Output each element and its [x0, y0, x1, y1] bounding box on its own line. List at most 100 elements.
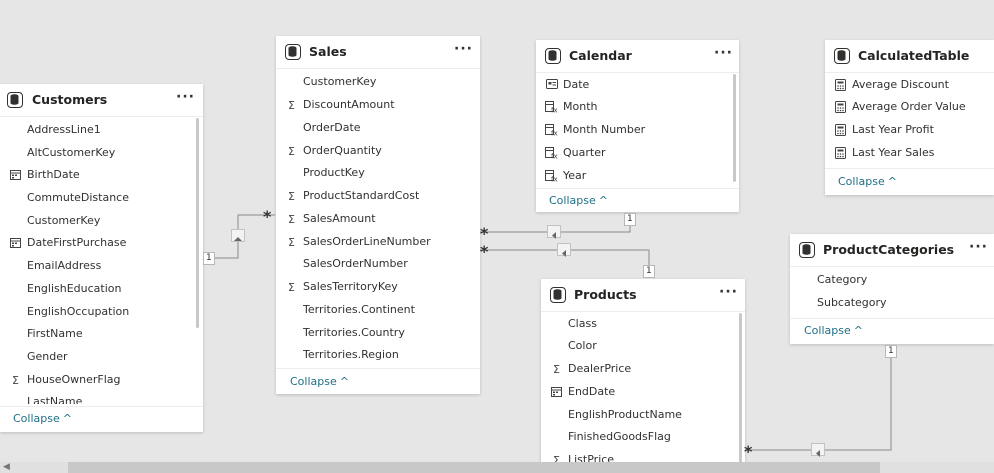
- field-row[interactable]: ProductKey: [276, 163, 468, 185]
- field-name: Year: [563, 169, 587, 182]
- field-row[interactable]: SalesOrderNumber: [276, 254, 468, 276]
- field-row[interactable]: CustomerKey: [0, 211, 191, 233]
- field-row[interactable]: OrderDate: [276, 118, 468, 140]
- field-row[interactable]: FinishedGoodsFlag: [541, 427, 733, 449]
- field-row[interactable]: AltCustomerKey: [0, 143, 191, 165]
- field-row[interactable]: DateFirstPurchase: [0, 233, 191, 255]
- customers-table-card[interactable]: Customers ··· AddressLine1 AltCustomerKe…: [0, 84, 203, 432]
- field-name: SalesOrderNumber: [303, 257, 408, 270]
- field-row[interactable]: Color: [541, 336, 733, 358]
- filter-direction-icon[interactable]: [811, 443, 825, 457]
- filter-direction-icon[interactable]: [547, 225, 561, 239]
- scrollbar[interactable]: [196, 118, 199, 328]
- field-name: DateFirstPurchase: [27, 236, 127, 249]
- field-name: Territories.Country: [303, 326, 405, 339]
- field-row[interactable]: BirthDate: [0, 165, 191, 187]
- sales-header[interactable]: Sales ···: [276, 36, 480, 69]
- scrollbar[interactable]: [733, 74, 736, 182]
- calendar-header[interactable]: Calendar ···: [536, 40, 739, 73]
- field-row[interactable]: EndDate: [541, 382, 733, 404]
- field-row[interactable]: FirstName: [0, 324, 191, 346]
- more-options-icon[interactable]: ···: [714, 45, 733, 61]
- field-name: EnglishEducation: [27, 282, 122, 295]
- field-row[interactable]: Category: [790, 270, 982, 292]
- collapse-link[interactable]: Collapse^: [13, 412, 72, 425]
- customers-header[interactable]: Customers ···: [0, 84, 203, 117]
- filter-direction-icon[interactable]: [557, 243, 571, 257]
- sigma-icon: Σ: [288, 236, 295, 249]
- field-row[interactable]: Average Order Value: [825, 97, 982, 119]
- more-options-icon[interactable]: ···: [969, 239, 988, 255]
- field-row[interactable]: CommuteDistance: [0, 188, 191, 210]
- field-name: Last Year Sales: [852, 146, 935, 159]
- filter-direction-icon[interactable]: [231, 229, 245, 242]
- field-row[interactable]: Class: [541, 314, 733, 336]
- field-name: AddressLine1: [27, 123, 101, 136]
- field-name: ProductStandardCost: [303, 189, 420, 202]
- scroll-left-icon[interactable]: ◀: [3, 462, 10, 472]
- field-name: DiscountAmount: [303, 98, 395, 111]
- field-row[interactable]: Average Discount: [825, 75, 982, 97]
- field-row[interactable]: Date: [536, 75, 727, 97]
- field-name: LastName: [27, 395, 83, 404]
- calendar-icon: [9, 169, 22, 182]
- field-row[interactable]: EnglishOccupation: [0, 302, 191, 324]
- field-row[interactable]: Last Year Profit: [825, 120, 982, 142]
- field-name: Gender: [27, 350, 68, 363]
- productcategories-card[interactable]: ProductCategories ··· Category Subcatego…: [790, 234, 994, 344]
- calculatedtable-title: CalculatedTable: [858, 48, 970, 63]
- collapse-link[interactable]: Collapse^: [838, 175, 897, 188]
- field-row[interactable]: Last Year Sales: [825, 143, 982, 165]
- calculatedtable-header[interactable]: CalculatedTable: [825, 40, 994, 73]
- products-header[interactable]: Products ···: [541, 279, 745, 312]
- field-row[interactable]: EnglishProductName: [541, 405, 733, 427]
- field-name: CommuteDistance: [27, 191, 129, 204]
- field-row[interactable]: Territories.Country: [276, 323, 468, 345]
- field-row[interactable]: LastName: [0, 392, 191, 404]
- more-options-icon[interactable]: ···: [454, 41, 473, 57]
- field-row[interactable]: EmailAddress: [0, 256, 191, 278]
- field-row[interactable]: Subcategory: [790, 293, 982, 315]
- text-field-icon: [285, 349, 298, 362]
- field-row[interactable]: Territories.Region: [276, 345, 468, 367]
- table-icon: [285, 44, 301, 60]
- chevron-up-icon: ^: [598, 194, 608, 207]
- field-row[interactable]: AddressLine1: [0, 120, 191, 142]
- field-name: DealerPrice: [568, 362, 632, 375]
- field-name: OrderQuantity: [303, 144, 382, 157]
- field-row[interactable]: Gender: [0, 347, 191, 369]
- horizontal-scrollbar[interactable]: ◀: [0, 462, 994, 473]
- calculatedtable-card[interactable]: CalculatedTable Average Discount Average…: [825, 40, 994, 195]
- more-options-icon[interactable]: ···: [176, 89, 195, 105]
- productcategories-header[interactable]: ProductCategories ···: [790, 234, 994, 267]
- scrollbar-thumb[interactable]: [68, 462, 880, 473]
- scrollbar[interactable]: [739, 313, 742, 463]
- collapse-link[interactable]: Collapse^: [804, 324, 863, 337]
- collapse-link[interactable]: Collapse^: [290, 375, 349, 388]
- divider: [825, 168, 994, 169]
- field-row[interactable]: Territories.Continent: [276, 300, 468, 322]
- field-name: Average Discount: [852, 78, 949, 91]
- collapse-link[interactable]: Collapse^: [549, 194, 608, 207]
- field-row[interactable]: EnglishEducation: [0, 279, 191, 301]
- field-row[interactable]: CustomerKey: [276, 72, 468, 94]
- more-options-icon[interactable]: ···: [719, 284, 738, 300]
- text-field-icon: [799, 274, 812, 287]
